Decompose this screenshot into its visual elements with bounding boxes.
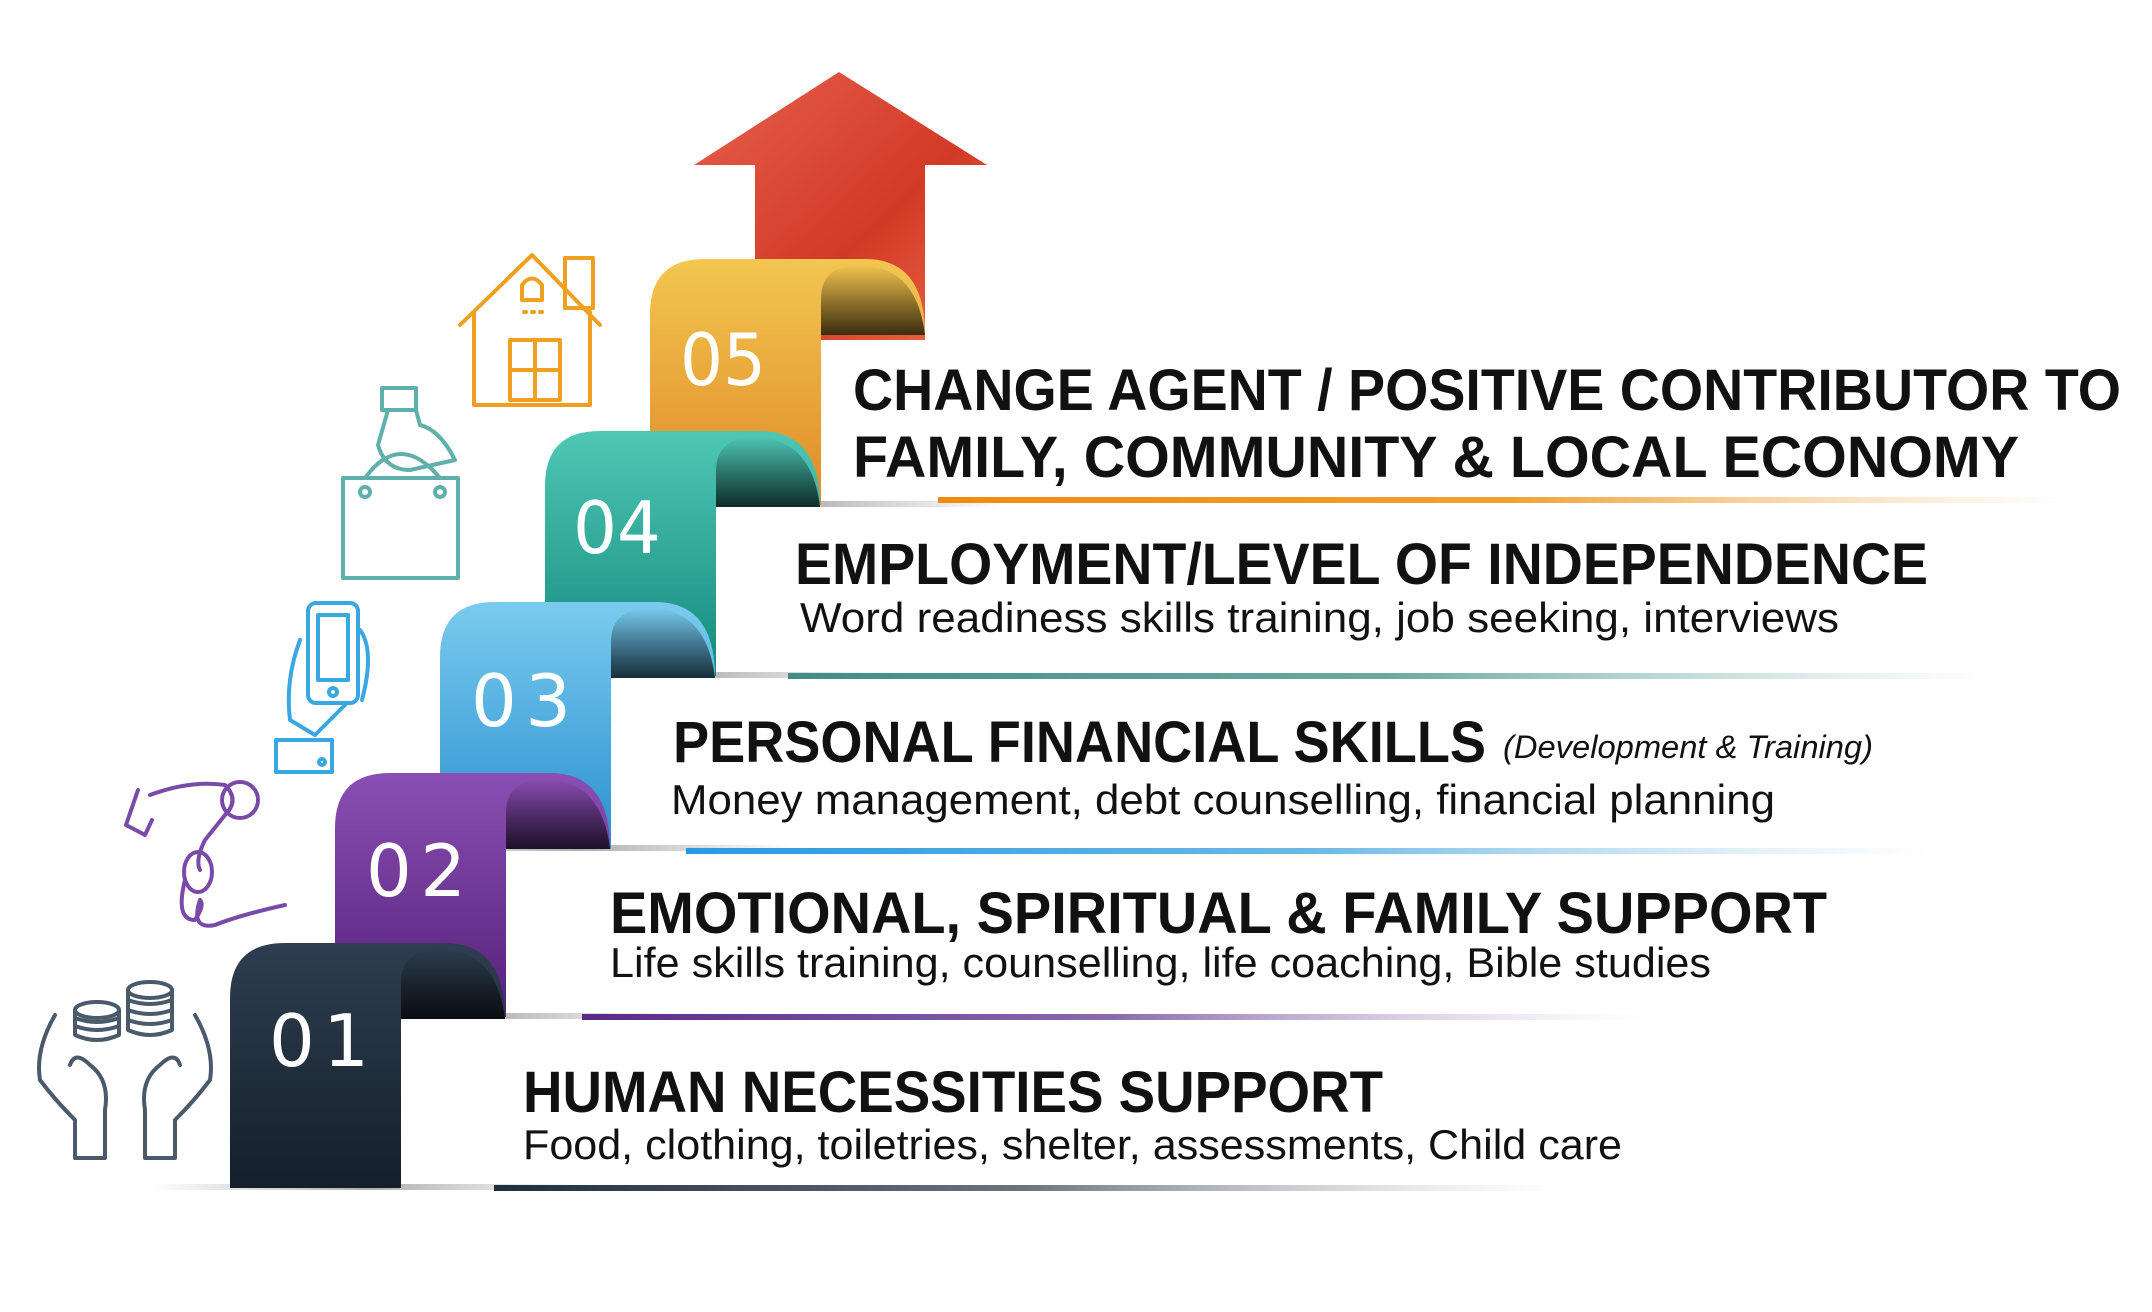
step-4-title: EMPLOYMENT/LEVEL OF INDEPENDENCE	[795, 532, 1928, 597]
hands-coins-icon	[37, 980, 213, 1160]
step-2-title: EMOTIONAL, SPIRITUAL & FAMILY SUPPORT	[610, 881, 1827, 946]
step-5-title-line2: FAMILY, COMMUNITY & LOCAL ECONOMY	[853, 425, 2019, 490]
hand-phone-icon	[274, 601, 371, 774]
ribbon-curl	[716, 437, 820, 507]
step-4-underline	[788, 673, 1988, 679]
step-1-ribbon	[150, 943, 585, 1190]
house-icon	[458, 253, 602, 407]
hand-coin-icon	[124, 780, 287, 928]
step-5-title-line1: CHANGE AGENT / POSITIVE CONTRIBUTOR TO	[853, 358, 2121, 423]
step-2-subtitle: Life skills training, counselling, life …	[610, 939, 1711, 986]
step-5-number: 05	[680, 318, 766, 402]
step-3-underline	[686, 848, 1932, 854]
ribbon-curl	[821, 265, 925, 335]
step-5-underline	[938, 497, 2070, 503]
step-1-underline	[494, 1185, 1560, 1191]
step-4-number: 04	[573, 486, 661, 570]
step-2-underline	[582, 1014, 1642, 1020]
step-3-title-note: (Development & Training)	[1503, 729, 1873, 765]
ribbon-curl	[611, 608, 715, 678]
ribbon-curl	[401, 949, 505, 1019]
step-3-subtitle: Money management, debt counselling, fina…	[671, 776, 1775, 823]
step-3-title: PERSONAL FINANCIAL SKILLS	[673, 710, 1486, 775]
hand-bag-icon	[341, 386, 460, 580]
step-1-title: HUMAN NECESSITIES SUPPORT	[523, 1060, 1383, 1125]
step-4-subtitle: Word readiness skills training, job seek…	[800, 594, 1839, 641]
ribbon-curl	[506, 779, 610, 849]
step-1-subtitle: Food, clothing, toiletries, shelter, ass…	[523, 1121, 1622, 1168]
